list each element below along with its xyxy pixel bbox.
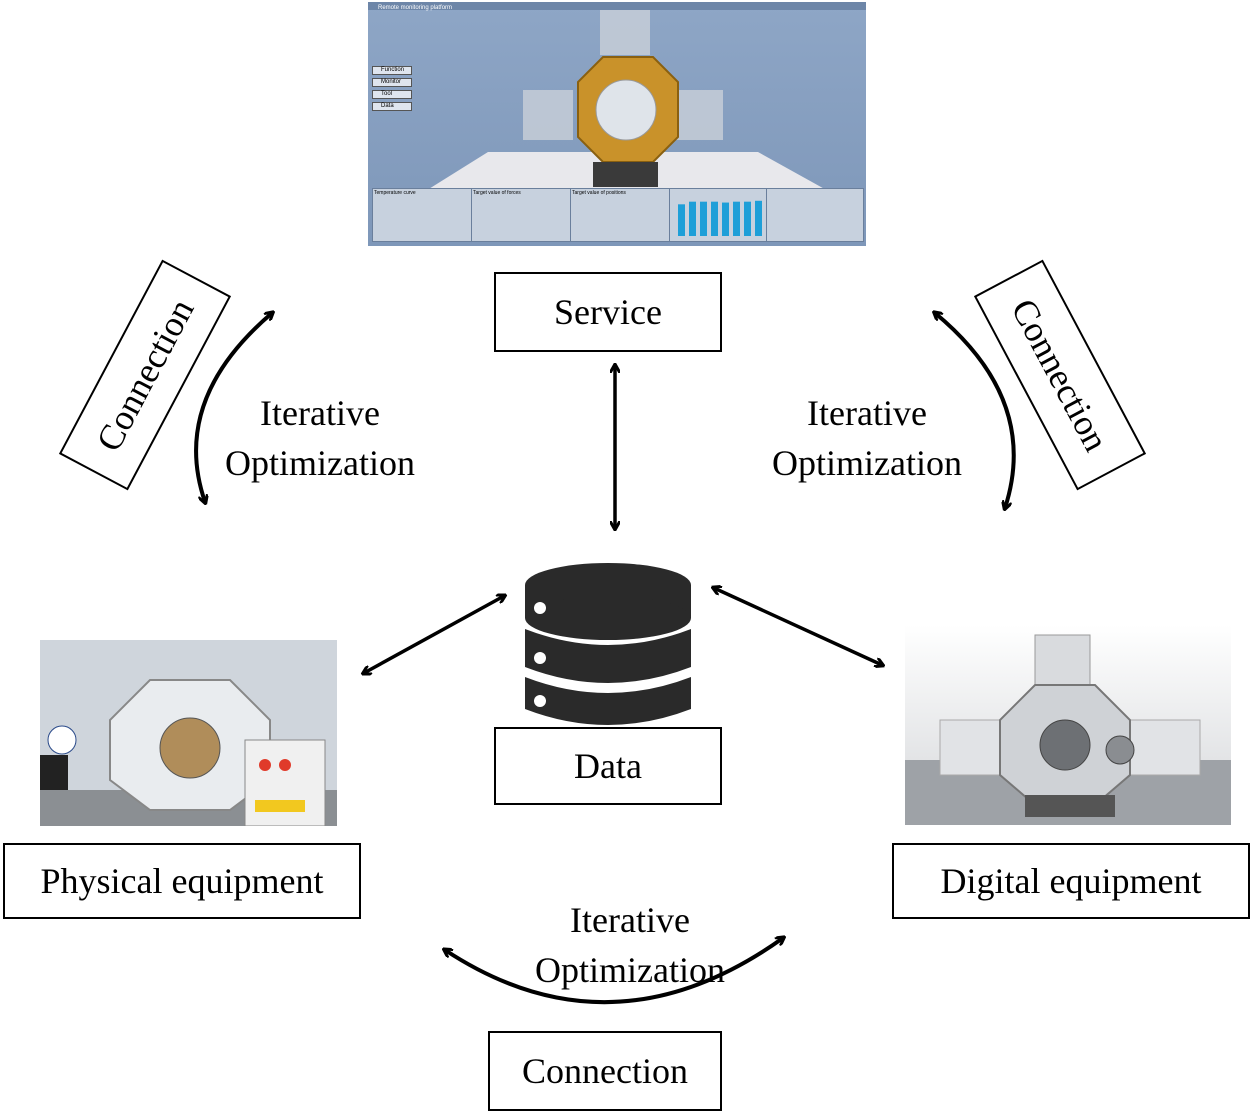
bar <box>722 202 729 236</box>
digital-equipment-render <box>905 625 1231 825</box>
connection-box-bottom: Connection <box>488 1031 722 1111</box>
bar <box>711 201 718 236</box>
service-screenshot: Remote monitoring platform Function Moni… <box>368 2 866 246</box>
bar <box>678 204 685 236</box>
panel-bars <box>670 189 767 241</box>
database-icon <box>525 563 691 725</box>
screen-menu-item[interactable]: Tool <box>372 90 412 99</box>
iterative-label-bottom: Iterative Optimization <box>520 895 740 995</box>
screen-menu: Function Monitor Tool Data <box>372 66 412 114</box>
service-box: Service <box>494 272 722 352</box>
digital-scene <box>905 634 1231 825</box>
panel-title: Temperature curve <box>374 190 416 196</box>
bar <box>689 201 696 236</box>
panel-positions: Target value of positions <box>571 189 670 241</box>
physical-scene <box>40 640 337 826</box>
screen-title: Remote monitoring platform <box>378 5 452 11</box>
data-box: Data <box>494 727 722 805</box>
bar <box>744 201 751 236</box>
bar <box>755 200 762 236</box>
arrow-bottom-curve <box>445 938 783 1005</box>
iterative-line: Iterative <box>570 900 690 940</box>
bar <box>733 201 740 236</box>
bar-chart <box>678 200 762 236</box>
panel-temperature: Temperature curve <box>373 189 472 241</box>
panel-title: Target value of forces <box>473 190 521 196</box>
optimization-line: Optimization <box>225 443 415 483</box>
physical-equipment-box: Physical equipment <box>3 843 361 919</box>
dashboard-strip: Temperature curve Target value of forces… <box>372 188 864 242</box>
arrow-data-digital <box>714 588 882 665</box>
iterative-label-right: Iterative Optimization <box>757 388 977 488</box>
physical-equipment-photo <box>40 640 337 826</box>
iterative-line: Iterative <box>260 393 380 433</box>
arrow-left-curve <box>194 313 272 502</box>
panel-forces: Target value of forces <box>472 189 571 241</box>
iterative-line: Iterative <box>807 393 927 433</box>
arrow-data-physical <box>364 596 504 673</box>
screen-menu-item[interactable]: Monitor <box>372 78 412 87</box>
bar <box>700 201 707 236</box>
arrow-right-curve <box>935 313 1016 508</box>
screen-menu-item[interactable]: Function <box>372 66 412 75</box>
optimization-line: Optimization <box>772 443 962 483</box>
panel-title: Target value of positions <box>572 190 626 196</box>
screen-menu-item[interactable]: Data <box>372 102 412 111</box>
digital-equipment-box: Digital equipment <box>892 843 1250 919</box>
optimization-line: Optimization <box>535 950 725 990</box>
iterative-label-left: Iterative Optimization <box>210 388 430 488</box>
